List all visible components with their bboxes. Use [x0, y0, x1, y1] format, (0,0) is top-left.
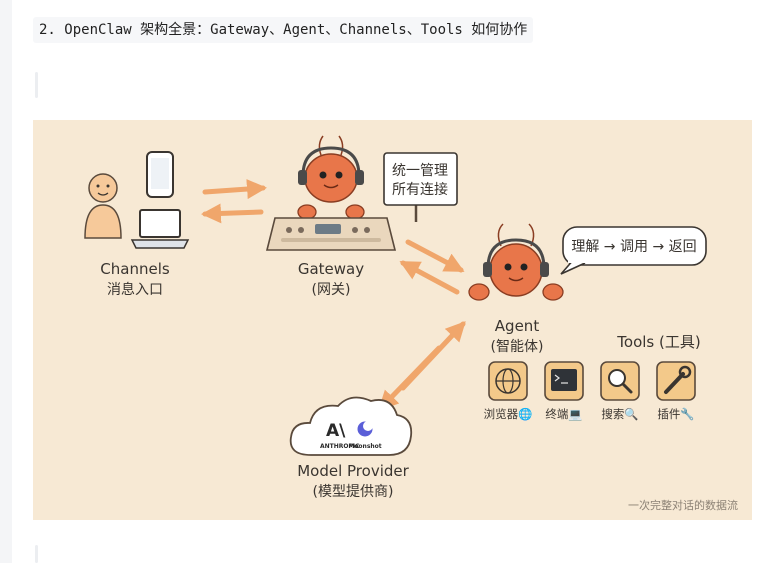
- quote-bar: [35, 545, 38, 563]
- speech-bubble-text: 理解 → 调用 → 返回: [571, 239, 696, 255]
- agent-subtitle: (智能体): [491, 339, 544, 355]
- agent-title: Agent: [495, 317, 540, 335]
- moonshot-logo: Moonshot: [348, 421, 382, 450]
- signboard-line-2: 所有连接: [392, 181, 448, 198]
- terminal-icon: [544, 361, 584, 401]
- lobster-agent-icon: [468, 223, 564, 301]
- channels-subtitle: 消息入口: [107, 281, 163, 298]
- model-provider-subtitle: (模型提供商): [313, 484, 394, 500]
- anthropic-logo-text: ANTHROPIC: [320, 443, 360, 450]
- architecture-diagram: Channels 消息入口 统一管理 所有连接 Gateway (网关): [33, 120, 752, 520]
- signboard-line-1: 统一管理: [392, 163, 448, 179]
- tool-label-plugin: 插件🔧: [657, 407, 694, 421]
- signboard: 统一管理 所有连接: [383, 152, 458, 222]
- globe-icon: [488, 361, 528, 401]
- tool-label-terminal: 终端💻: [545, 407, 583, 421]
- diagram-caption: 一次完整对话的数据流: [628, 498, 738, 512]
- arrow-channels-to-gateway: [202, 179, 267, 200]
- smartphone-icon: [146, 151, 174, 198]
- tools-title: Tools (工具): [616, 333, 700, 351]
- tool-label-search: 搜索🔍: [601, 406, 638, 421]
- svg-text:A\: A\: [326, 421, 346, 441]
- quote-bar: [35, 72, 38, 98]
- moonshot-logo-text: Moonshot: [348, 443, 381, 450]
- wrench-icon: [656, 361, 696, 401]
- left-rail: [0, 0, 12, 563]
- lobster-dj-icon: [297, 135, 365, 220]
- magnifier-icon: [600, 361, 640, 401]
- anthropic-logo: A\ ANTHROPIC: [320, 421, 360, 450]
- arrow-gateway-to-channels: [201, 203, 264, 224]
- cloud-icon: [289, 396, 413, 456]
- tool-label-browser: 浏览器🌐: [484, 407, 533, 421]
- person-icon: [84, 173, 122, 239]
- gateway-subtitle: (网关): [312, 282, 351, 298]
- gateway-title: Gateway: [298, 260, 364, 278]
- model-provider-title: Model Provider: [297, 462, 409, 480]
- mixing-console-icon: [265, 217, 397, 251]
- arrow-gateway-to-agent: [405, 239, 465, 273]
- arrow-agent-to-model: [378, 345, 442, 411]
- laptop-icon: [130, 209, 190, 249]
- arrow-agent-to-gateway: [399, 260, 460, 295]
- channels-title: Channels: [100, 260, 170, 278]
- section-heading: 2. OpenClaw 架构全景：Gateway、Agent、Channels、…: [33, 17, 534, 43]
- speech-bubble: 理解 → 调用 → 返回: [560, 226, 707, 275]
